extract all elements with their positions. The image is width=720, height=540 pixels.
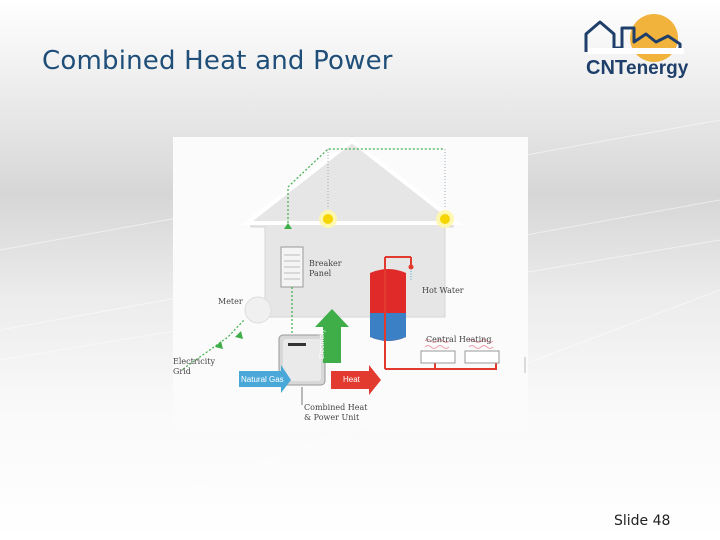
radiator-left-icon	[420, 350, 456, 364]
cntenergy-logo: CNT energy	[582, 8, 688, 80]
electricity-arrow-icon	[315, 309, 349, 363]
natural-gas-label: Natural Gas	[241, 375, 284, 384]
electricity-label: Electricity	[319, 329, 326, 359]
chp-unit-label: Combined Heat & Power Unit	[304, 403, 368, 422]
meter-label: Meter	[218, 297, 243, 306]
slide-number: Slide 48	[614, 513, 671, 529]
logo-text-energy: energy	[626, 58, 688, 79]
logo-text-cnt: CNT	[586, 57, 627, 79]
breaker-panel-label: Breaker Panel	[309, 259, 342, 278]
central-heating-label: Central Heating	[426, 335, 492, 344]
radiator-right-icon	[464, 350, 500, 364]
heat-arrow-icon	[331, 365, 381, 395]
heat-label: Heat	[343, 375, 360, 384]
natural-gas-arrow-icon	[239, 365, 291, 393]
chp-diagram: Breaker Panel Meter Hot Water Central He…	[173, 137, 528, 425]
slide-title: Combined Heat and Power	[42, 46, 393, 76]
hot-water-label: Hot Water	[422, 286, 464, 295]
electricity-grid-label: Electricity Grid	[173, 357, 215, 376]
meter-icon	[244, 296, 272, 324]
